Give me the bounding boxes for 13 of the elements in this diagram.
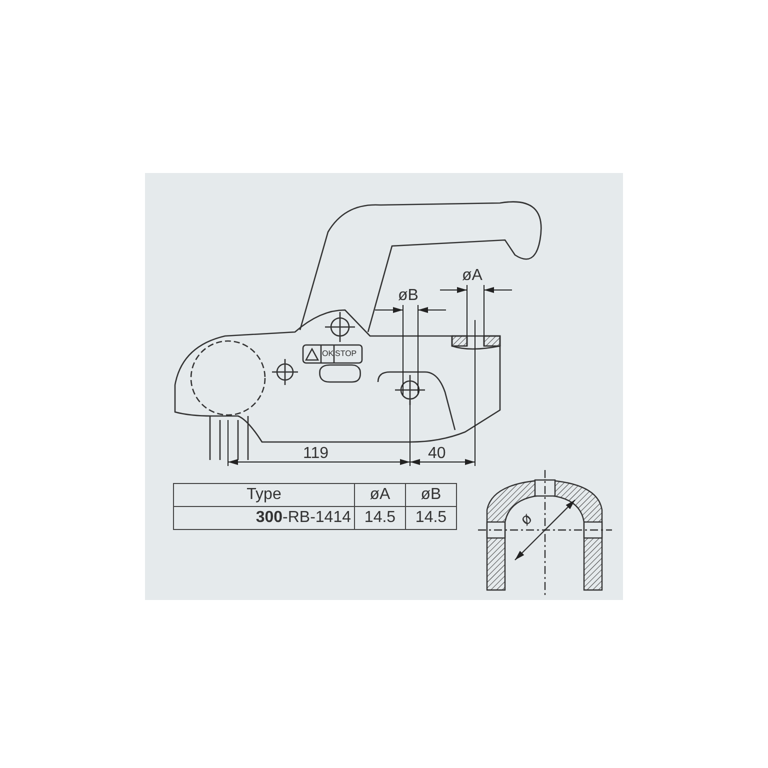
column-header: øA — [370, 486, 390, 503]
table-value: 14.5 — [364, 509, 396, 526]
dimension-label: 40 — [428, 446, 446, 462]
dimension-label: 119 — [303, 446, 329, 462]
sticker-text: OK — [322, 350, 334, 358]
dimension-label: øB — [398, 288, 418, 304]
table-value: 300-RB-1414 — [256, 509, 351, 526]
dimension-label: øA — [462, 268, 482, 284]
table-value: 14.5 — [415, 509, 447, 526]
sticker-text: STOP — [335, 350, 357, 358]
column-header: Type — [246, 486, 282, 503]
column-header: øB — [420, 486, 442, 503]
dimension-label: ø — [518, 510, 536, 530]
